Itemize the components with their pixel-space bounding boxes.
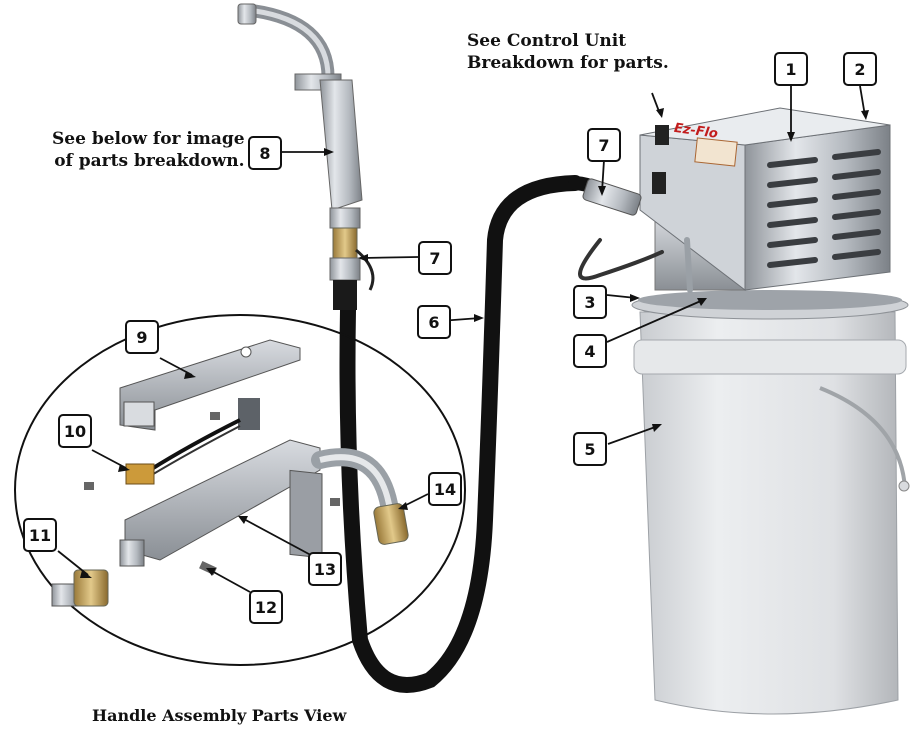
callout-8: 8 xyxy=(248,136,282,170)
parts-breakdown-note-line2: of parts breakdown. xyxy=(54,151,245,171)
callout-12: 12 xyxy=(249,590,283,624)
control-unit-note-line2: Breakdown for parts. xyxy=(467,53,669,73)
quick-coupler xyxy=(582,178,642,216)
callout-9: 9 xyxy=(125,320,159,354)
handle xyxy=(237,3,375,310)
callout-2: 2 xyxy=(843,52,877,86)
diagram-caption: Handle Assembly Parts View xyxy=(92,706,347,725)
parts-breakdown-note-line1: See below for image xyxy=(52,129,245,149)
brand-logo: Ez-Flo xyxy=(673,121,719,142)
callout-14: 14 xyxy=(428,472,462,506)
micro-switch xyxy=(125,398,260,485)
arrowheads xyxy=(80,108,869,578)
bucket xyxy=(631,290,910,715)
parts-breakdown-note: See below for image of parts breakdown. xyxy=(52,128,245,172)
callout-7-coupler: 7 xyxy=(587,128,621,162)
callout-10: 10 xyxy=(58,414,92,448)
control-unit-note: See Control Unit Breakdown for parts. xyxy=(467,30,669,74)
callout-3: 3 xyxy=(573,285,607,319)
control-unit: Ez-Flo xyxy=(639,107,891,292)
fitting xyxy=(51,569,109,607)
callout-4: 4 xyxy=(573,334,607,368)
vent-slots xyxy=(767,149,881,268)
callout-5: 5 xyxy=(573,432,607,466)
handle-cover xyxy=(119,339,301,431)
callout-1: 1 xyxy=(774,52,808,86)
callout-11: 11 xyxy=(23,518,57,552)
callout-7-handle: 7 xyxy=(418,241,452,275)
control-unit-note-line1: See Control Unit xyxy=(467,31,627,51)
handle-body xyxy=(119,439,323,567)
parts-view-circle xyxy=(14,314,466,666)
callout-6: 6 xyxy=(417,305,451,339)
hose xyxy=(339,175,693,693)
leader-lines xyxy=(57,85,866,593)
spout xyxy=(311,448,409,545)
callout-13: 13 xyxy=(308,552,342,586)
